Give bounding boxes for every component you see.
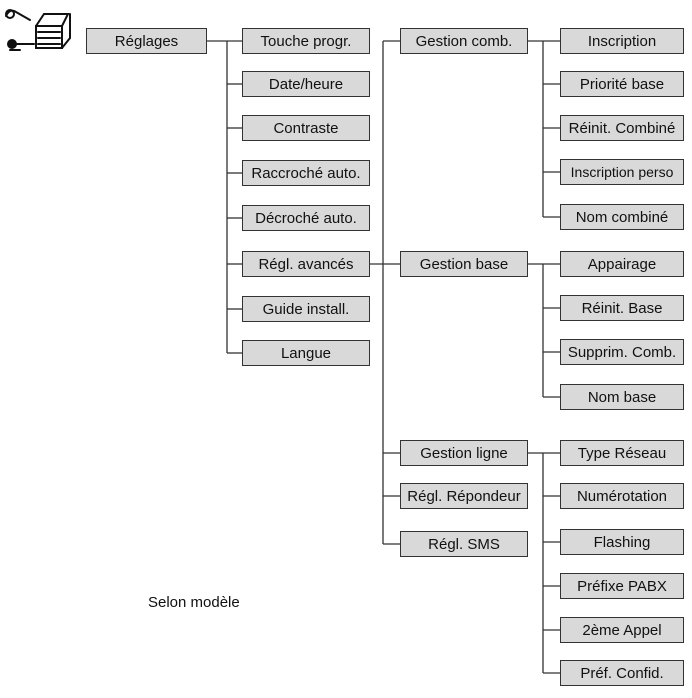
node-reinit-base: Réinit. Base [560,295,684,321]
node-decroche-auto: Décroché auto. [242,205,370,231]
node-supprim-comb: Supprim. Comb. [560,339,684,365]
node-contraste: Contraste [242,115,370,141]
node-inscription: Inscription [560,28,684,54]
node-appairage: Appairage [560,251,684,277]
node-raccroche-auto: Raccroché auto. [242,160,370,186]
node-deuxieme-appel: 2ème Appel [560,617,684,643]
model-note: Selon modèle [148,594,240,611]
node-inscription-perso: Inscription perso [560,159,684,185]
node-touche-progr: Touche progr. [242,28,370,54]
node-guide-install: Guide install. [242,296,370,322]
node-nom-combine: Nom combiné [560,204,684,230]
node-prefixe-pabx: Préfixe PABX [560,573,684,599]
node-date-heure: Date/heure [242,71,370,97]
node-type-reseau: Type Réseau [560,440,684,466]
node-reinit-combine: Réinit. Combiné [560,115,684,141]
node-pref-confid: Préf. Confid. [560,660,684,686]
node-langue: Langue [242,340,370,366]
node-gestion-base: Gestion base [400,251,528,277]
node-reglages: Réglages [86,28,207,54]
node-regl-repondeur: Régl. Répondeur [400,483,528,509]
node-gestion-comb: Gestion comb. [400,28,528,54]
node-nom-base: Nom base [560,384,684,410]
node-flashing: Flashing [560,529,684,555]
node-regl-sms: Régl. SMS [400,531,528,557]
node-numerotation: Numérotation [560,483,684,509]
node-priorite-base: Priorité base [560,71,684,97]
node-regl-avances: Régl. avancés [242,251,370,277]
node-gestion-ligne: Gestion ligne [400,440,528,466]
settings-toolbox-icon [5,9,71,51]
